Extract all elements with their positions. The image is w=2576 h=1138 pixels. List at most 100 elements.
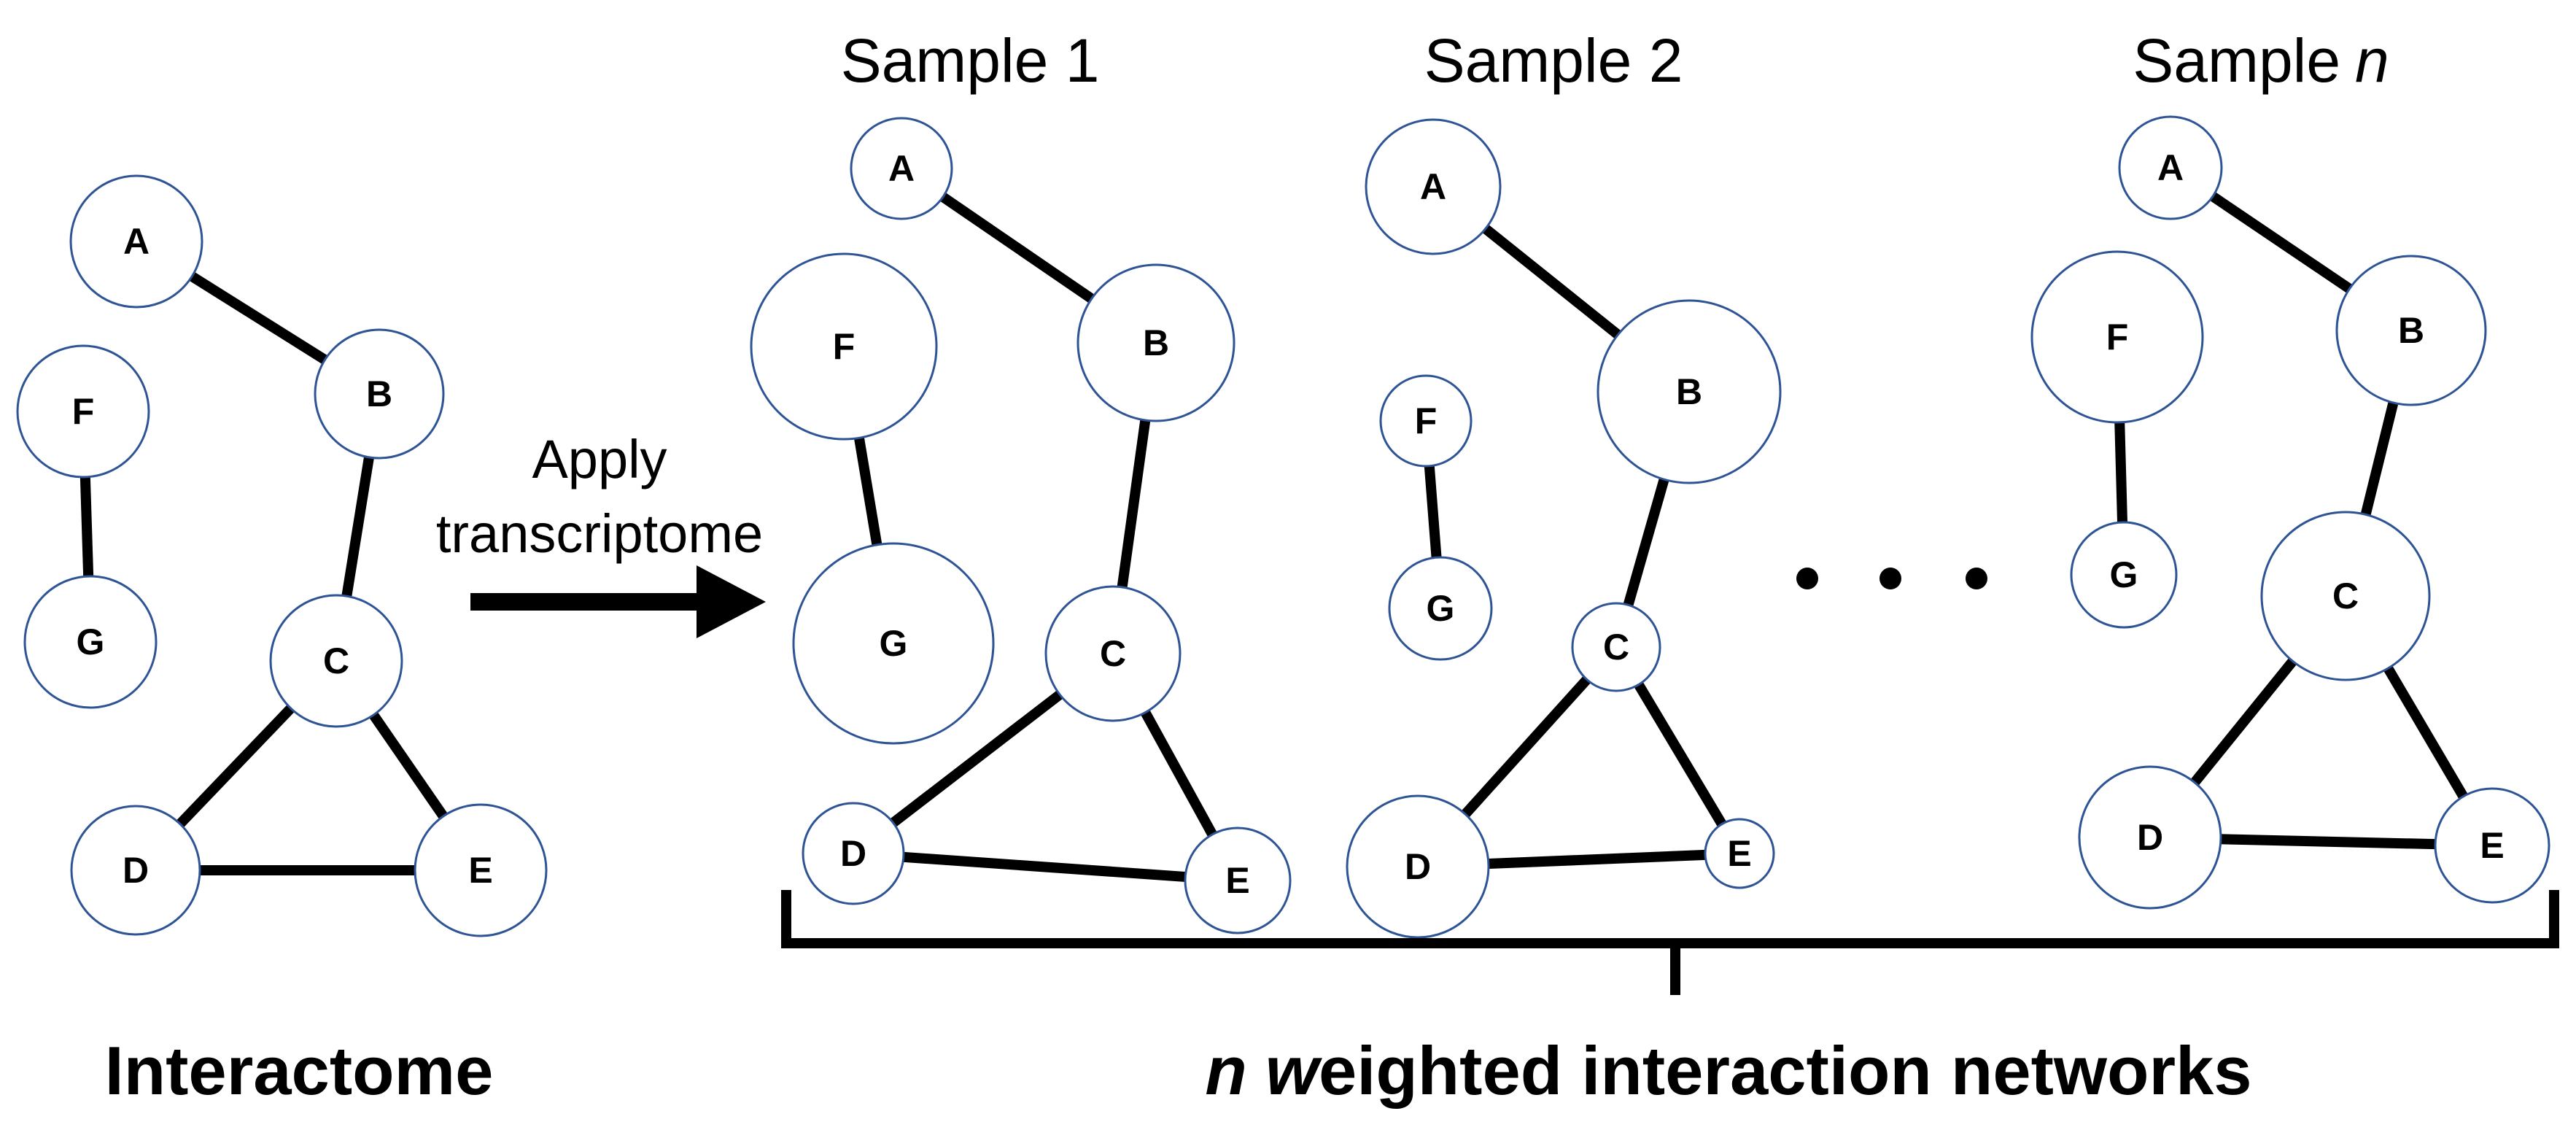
node-c: C xyxy=(1571,602,1661,692)
node-circle xyxy=(2078,765,2222,910)
sample-n-italic: n xyxy=(2355,26,2389,95)
node-label: C xyxy=(1603,627,1629,667)
node-a: A xyxy=(1365,118,1502,255)
caption-w: w xyxy=(1265,1032,1323,1109)
ellipsis xyxy=(1796,568,1987,589)
node-label: F xyxy=(72,391,95,432)
node-circle xyxy=(1184,827,1292,934)
node-circle xyxy=(1346,794,1490,939)
node-circle xyxy=(802,802,905,905)
node-circle xyxy=(23,575,158,709)
node-label: E xyxy=(1727,833,1751,874)
node-label: G xyxy=(2110,554,2138,595)
sample-n-prefix: Sample xyxy=(2133,26,2340,95)
node-circle xyxy=(1076,263,1235,422)
caption-rest: eighted interaction networks xyxy=(1319,1032,2252,1109)
node-a: A xyxy=(850,117,953,220)
node-circle xyxy=(792,542,995,745)
node-label: D xyxy=(123,850,149,891)
node-circle xyxy=(2030,250,2204,424)
node-label: A xyxy=(888,148,915,189)
node-circle xyxy=(1379,374,1473,468)
node-label: G xyxy=(1427,588,1455,629)
node-circle xyxy=(2070,521,2178,629)
node-e: E xyxy=(1704,818,1775,889)
node-circle xyxy=(69,174,203,309)
node-label: B xyxy=(366,373,392,414)
sample-2-title: Sample 2 xyxy=(1424,26,1683,95)
node-f: F xyxy=(2030,250,2204,424)
node-label: A xyxy=(123,221,150,262)
node-circle xyxy=(850,117,953,220)
arrow-label-line2: transcriptome xyxy=(436,503,763,564)
node-label: D xyxy=(840,833,866,874)
node-circle xyxy=(2118,115,2223,220)
interactome-network: A B C D E F G xyxy=(16,174,548,937)
ellipsis-dot xyxy=(1796,568,1818,589)
node-d: D xyxy=(70,805,201,936)
node-g: G xyxy=(2070,521,2178,629)
node-e: E xyxy=(1184,827,1292,934)
node-circle xyxy=(70,805,201,936)
node-label: A xyxy=(1420,166,1446,207)
node-b: B xyxy=(314,328,445,460)
node-label: E xyxy=(2480,825,2504,866)
arrow-shaft xyxy=(470,593,704,611)
sample-1-title: Sample 1 xyxy=(841,26,1100,95)
node-label: B xyxy=(2398,310,2424,351)
node-f: F xyxy=(16,344,150,479)
node-circle xyxy=(750,252,938,441)
node-c: C xyxy=(1044,585,1182,722)
node-circle xyxy=(2335,255,2487,406)
node-label: C xyxy=(1100,633,1126,674)
node-d: D xyxy=(1346,794,1490,939)
arrow-head xyxy=(697,565,766,638)
sample-n-network: A B C D E F G xyxy=(2030,115,2550,910)
node-circle xyxy=(414,803,548,937)
node-circle xyxy=(1704,818,1775,889)
node-circle xyxy=(1388,556,1493,661)
samples-bracket xyxy=(781,890,2559,948)
caption-n: n xyxy=(1205,1032,1246,1109)
node-c: C xyxy=(2260,511,2431,681)
interactome-caption: Interactome xyxy=(105,1032,494,1109)
node-label: F xyxy=(1415,400,1438,441)
node-circle xyxy=(1571,602,1661,692)
node-label: D xyxy=(2137,817,2163,858)
node-g: G xyxy=(1388,556,1493,661)
node-d: D xyxy=(802,802,905,905)
node-label: G xyxy=(880,623,908,664)
node-c: C xyxy=(269,594,403,728)
node-circle xyxy=(2434,787,2550,904)
node-label: F xyxy=(833,326,856,367)
node-d: D xyxy=(2078,765,2222,910)
arrow-label-line1: Apply xyxy=(532,429,667,489)
node-label: B xyxy=(1676,371,1702,412)
node-label: C xyxy=(323,640,349,681)
node-e: E xyxy=(2434,787,2550,904)
node-f: F xyxy=(1379,374,1473,468)
node-g: G xyxy=(23,575,158,709)
sample-1-network: A B C D E F G xyxy=(750,117,1292,934)
node-f: F xyxy=(750,252,938,441)
edge-d-e xyxy=(853,848,1238,886)
node-circle xyxy=(269,594,403,728)
node-label: E xyxy=(468,850,492,891)
node-label: A xyxy=(2157,147,2184,188)
apply-transcriptome-arrow: Apply transcriptome xyxy=(436,429,766,638)
node-label: E xyxy=(1225,860,1249,901)
node-e: E xyxy=(414,803,548,937)
node-b: B xyxy=(2335,255,2487,406)
node-label: F xyxy=(2106,317,2129,357)
node-b: B xyxy=(1076,263,1235,422)
node-a: A xyxy=(2118,115,2223,220)
node-b: B xyxy=(1597,299,1782,484)
node-circle xyxy=(1044,585,1182,722)
node-circle xyxy=(314,328,445,460)
node-label: B xyxy=(1143,322,1169,363)
node-label: C xyxy=(2332,576,2359,616)
ellipsis-dot xyxy=(1879,568,1901,589)
node-label: G xyxy=(77,622,105,662)
